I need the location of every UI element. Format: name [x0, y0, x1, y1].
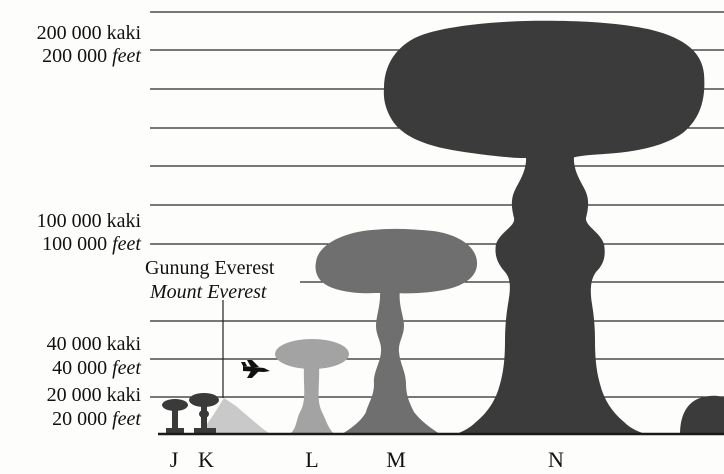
cloud-j	[162, 399, 188, 434]
cloud-n-cap	[384, 21, 705, 158]
altitude-label-100000-kaki: 100 000 kaki	[37, 209, 141, 233]
cloud-label-l: L	[305, 447, 318, 473]
altitude-label-20000-kaki: 20 000 kaki	[47, 383, 141, 407]
cloud-k-bulge	[199, 410, 209, 418]
altitude-label-40000-kaki: 40 000 kaki	[47, 332, 141, 356]
cloud-label-n: N	[548, 447, 564, 473]
cloud-m-cap	[316, 229, 478, 293]
unit-feet: feet	[112, 408, 141, 430]
altitude-label-200000-feet: 200 000 feet	[42, 44, 141, 68]
cloud-label-k: K	[198, 447, 214, 473]
altitude-label-40000-feet: 40 000 feet	[52, 356, 141, 380]
unit-feet: feet	[112, 357, 141, 379]
altitude-label-200000-kaki: 200 000 kaki	[37, 21, 141, 45]
altitude-text-100000-feet: 100 000 feet	[42, 233, 141, 255]
unit-feet: feet	[112, 45, 141, 67]
everest-label-malay: Gunung Everest	[145, 256, 274, 280]
cloud-label-m: M	[386, 447, 406, 473]
cloud-n	[384, 21, 724, 434]
cloud-label-j: J	[170, 447, 179, 473]
cloud-n-right-edge	[680, 396, 724, 434]
cloud-l	[275, 339, 349, 434]
cloud-l-stem	[290, 366, 334, 434]
altitude-text-40000-feet: 40 000 feet	[52, 357, 141, 379]
altitude-text-20000-feet: 20 000 feet	[52, 408, 141, 430]
airplane-icon	[241, 360, 270, 378]
cloud-l-cap	[275, 339, 349, 369]
unit-feet: feet	[112, 233, 141, 255]
everest-label-english: Mount Everest	[150, 280, 266, 304]
altitude-label-20000-feet: 20 000 feet	[52, 407, 141, 431]
altitude-label-100000-feet: 100 000 feet	[42, 232, 141, 256]
altitude-text-200000-feet: 200 000 feet	[42, 45, 141, 67]
cloud-n-stem	[456, 156, 646, 434]
cloud-m	[316, 229, 478, 434]
cloud-m-stem	[342, 290, 440, 434]
